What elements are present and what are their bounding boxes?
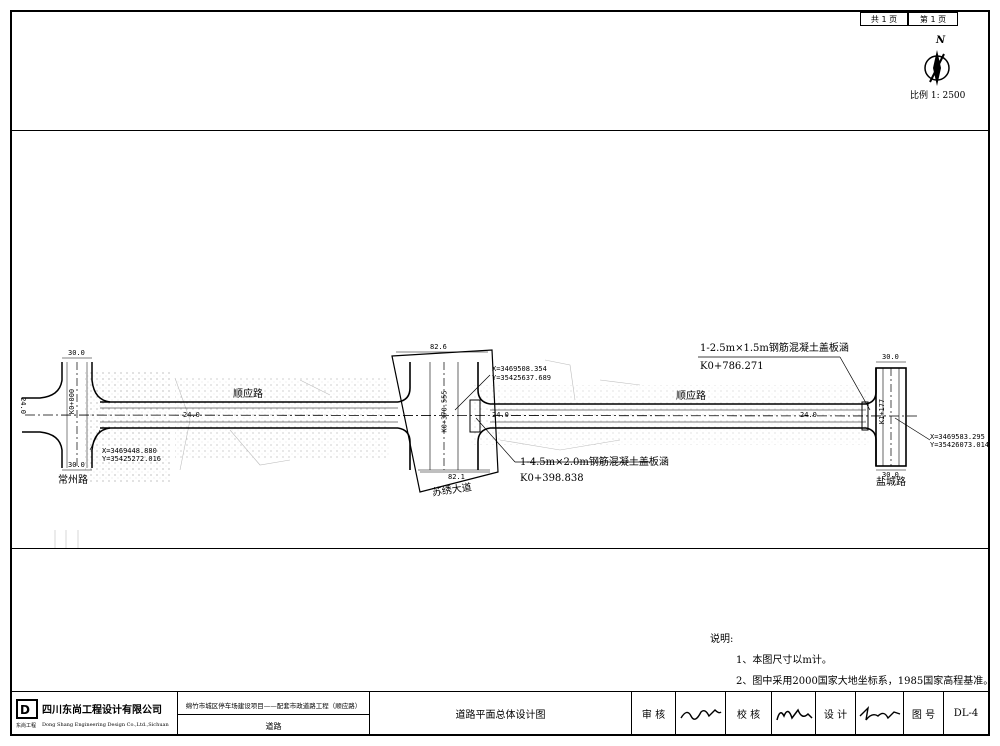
road-centerline <box>24 414 921 417</box>
east-coord-x: X=3469583.295 <box>930 433 985 441</box>
west-left-width: 24.0 <box>18 397 27 414</box>
note-1: 1、本图尺寸以m计。 <box>736 655 832 666</box>
project-cell: 绵竹市城区停车场建设项目——配套市政道路工程（顺应路） 道路 <box>178 692 370 735</box>
culvert-2-spec: 1-4.5m×2.0m钢筋混凝土盖板涵 <box>520 457 669 468</box>
company-english: Dong Shang Engineering Design Co.,Ltd.,S… <box>42 721 169 728</box>
existing-features <box>54 359 641 548</box>
mid-width-top: 82.6 <box>430 343 447 351</box>
main-road-name-west: 顺应路 <box>233 389 263 400</box>
station-end: K1+177 <box>878 398 887 425</box>
review-signature-cell <box>676 692 726 735</box>
east-width-top: 30.0 <box>882 353 899 361</box>
north-arrow-icon <box>924 50 950 86</box>
check-label: 校 核 <box>736 710 761 721</box>
drawing-title: 道路平面总体设计图 <box>455 710 546 721</box>
plan-top-line <box>10 130 990 131</box>
culvert-1-spec: 1-2.5m×1.5m钢筋混凝土盖板涵 <box>700 343 849 354</box>
design-signature <box>859 705 900 720</box>
west-width-top: 30.0 <box>68 349 85 357</box>
west-coord-y: Y=35425272.016 <box>102 455 162 463</box>
drawing-frame <box>10 10 990 736</box>
review-label-cell: 审 核 <box>632 692 676 735</box>
check-signature-cell <box>772 692 816 735</box>
design-label-cell: 设 计 <box>816 692 856 735</box>
check-label-cell: 校 核 <box>726 692 772 735</box>
scale-label: 比例 1: 2500 <box>910 91 966 101</box>
leader-lines <box>89 356 931 463</box>
west-coord-x: X=3469448.880 <box>102 447 157 455</box>
culvert-1-station: K0+786.271 <box>700 361 764 372</box>
terrain-hatch-east <box>470 385 870 445</box>
mid-coord-x: X=3469508.354 <box>492 365 547 373</box>
plan-bottom-line <box>10 548 990 549</box>
road-width-3: 24.0 <box>800 411 817 419</box>
mid-width-bottom: 82.1 <box>448 473 465 481</box>
west-cross-road-name: 常州路 <box>58 475 88 486</box>
company-cell: D 四川东尚工程设计有限公司 东尚工程 Dong Shang Engineeri… <box>10 692 178 735</box>
total-pages: 共 1 页 <box>870 14 898 24</box>
review-label: 审 核 <box>641 710 666 721</box>
notes-heading: 说明: <box>710 634 734 645</box>
page-number: 第 1 页 <box>919 14 947 24</box>
design-label: 设 计 <box>823 710 848 721</box>
mid-coord-y: Y=35425637.689 <box>492 374 552 382</box>
main-road-name-east: 顺应路 <box>676 391 706 402</box>
drawing-title-cell: 道路平面总体设计图 <box>370 692 632 735</box>
culvert-mark-1 <box>861 401 869 431</box>
notes: 说明: 1、本图尺寸以m计。 2、图中采用2000国家大地坐标系，1985国家高… <box>710 630 993 693</box>
company-name: 四川东尚工程设计有限公司 <box>42 705 162 716</box>
dimension-lines <box>62 351 906 473</box>
logo-text: 东尚工程 <box>16 722 37 729</box>
west-intersection <box>22 362 111 468</box>
east-coord-y: Y=35426073.014 <box>930 441 990 449</box>
road-width-2: 24.0 <box>492 411 509 419</box>
total-pages-box: 共 1 页 <box>860 12 908 26</box>
company-logo-icon: D <box>16 698 38 719</box>
discipline: 道路 <box>265 721 282 731</box>
review-signature <box>679 708 721 720</box>
page-number-box: 第 1 页 <box>908 12 958 26</box>
road-edges <box>100 401 866 429</box>
terrain-hatch-mid <box>175 378 390 458</box>
title-block: D 四川东尚工程设计有限公司 东尚工程 Dong Shang Engineeri… <box>10 691 990 736</box>
culvert-2-station: K0+398.838 <box>520 473 584 484</box>
drawing-number-cell: DL-4 <box>944 692 988 735</box>
drawing-number: DL-4 <box>953 708 979 719</box>
check-signature <box>775 707 813 720</box>
terrain-hatch-west <box>85 372 170 482</box>
number-label-cell: 图 号 <box>904 692 944 735</box>
station-mid: K0+370.555 <box>440 390 449 433</box>
north-letter: N <box>936 35 946 46</box>
east-width-bottom: 30.0 <box>882 471 899 479</box>
design-signature-cell <box>856 692 904 735</box>
station-start: K0+000 <box>68 388 77 415</box>
number-label: 图 号 <box>911 710 936 721</box>
note-2: 2、图中采用2000国家大地坐标系，1985国家高程基准。 <box>736 676 994 687</box>
project-name: 绵竹市城区停车场建设项目——配套市政道路工程（顺应路） <box>178 696 369 715</box>
road-width-1: 24.0 <box>183 411 200 419</box>
west-width-bottom: 30.0 <box>68 461 85 469</box>
svg-text:D: D <box>20 703 30 717</box>
culvert-mark-2 <box>469 399 481 433</box>
east-cross-road-name: 盐城路 <box>876 477 906 488</box>
